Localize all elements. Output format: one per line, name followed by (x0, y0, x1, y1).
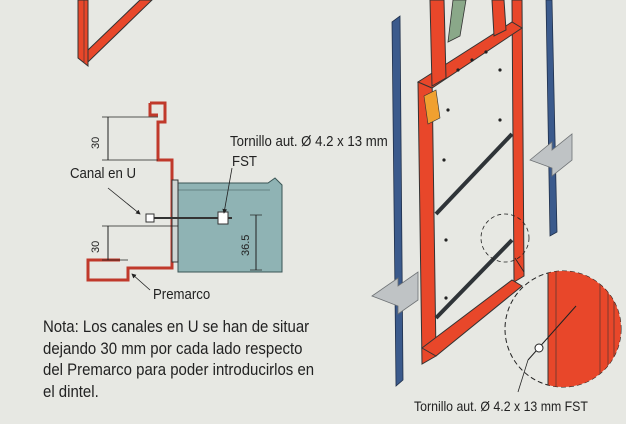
red-upright-right (511, 0, 525, 283)
blue-post-right (545, 0, 558, 237)
blue-post-left (391, 15, 404, 387)
dimension-top: 30 (90, 136, 102, 149)
note-line: Nota: Los canales en U se han de situar (43, 317, 310, 336)
section-detail (86, 101, 283, 291)
note-line: dejando 30 mm por cada lado respecto (43, 338, 303, 358)
dimension-bottom: 30 (90, 240, 102, 253)
frame-assembly (371, 0, 573, 387)
screw-label-top: Tornillo aut. Ø 4.2 x 13 mm (230, 133, 388, 150)
premarco-label: Premarco (153, 286, 211, 303)
arrow-right-gray (529, 133, 573, 177)
canal-u-profile (171, 179, 179, 263)
teal-panel (177, 177, 283, 273)
dimension-right: 36.5 (240, 234, 252, 256)
note-text: Nota: Los canales en U se han de situar … (43, 316, 360, 402)
premarco-profile (86, 101, 174, 282)
screw-label-top-fst: FST (232, 153, 257, 170)
red-bottom-rail (421, 279, 523, 357)
screw-label-bottom: Tornillo aut. Ø 4.2 x 13 mm FST (414, 398, 588, 414)
note-line: del Premarco para poder introducirlos en (43, 360, 315, 379)
arrow-left-gray (371, 271, 419, 315)
top-left-frame-fragment (77, 0, 153, 68)
note-line: el dintel. (43, 381, 99, 401)
canal-label: Canal en U (70, 165, 137, 182)
magnified-detail (504, 270, 622, 393)
screw-detail (145, 211, 232, 225)
